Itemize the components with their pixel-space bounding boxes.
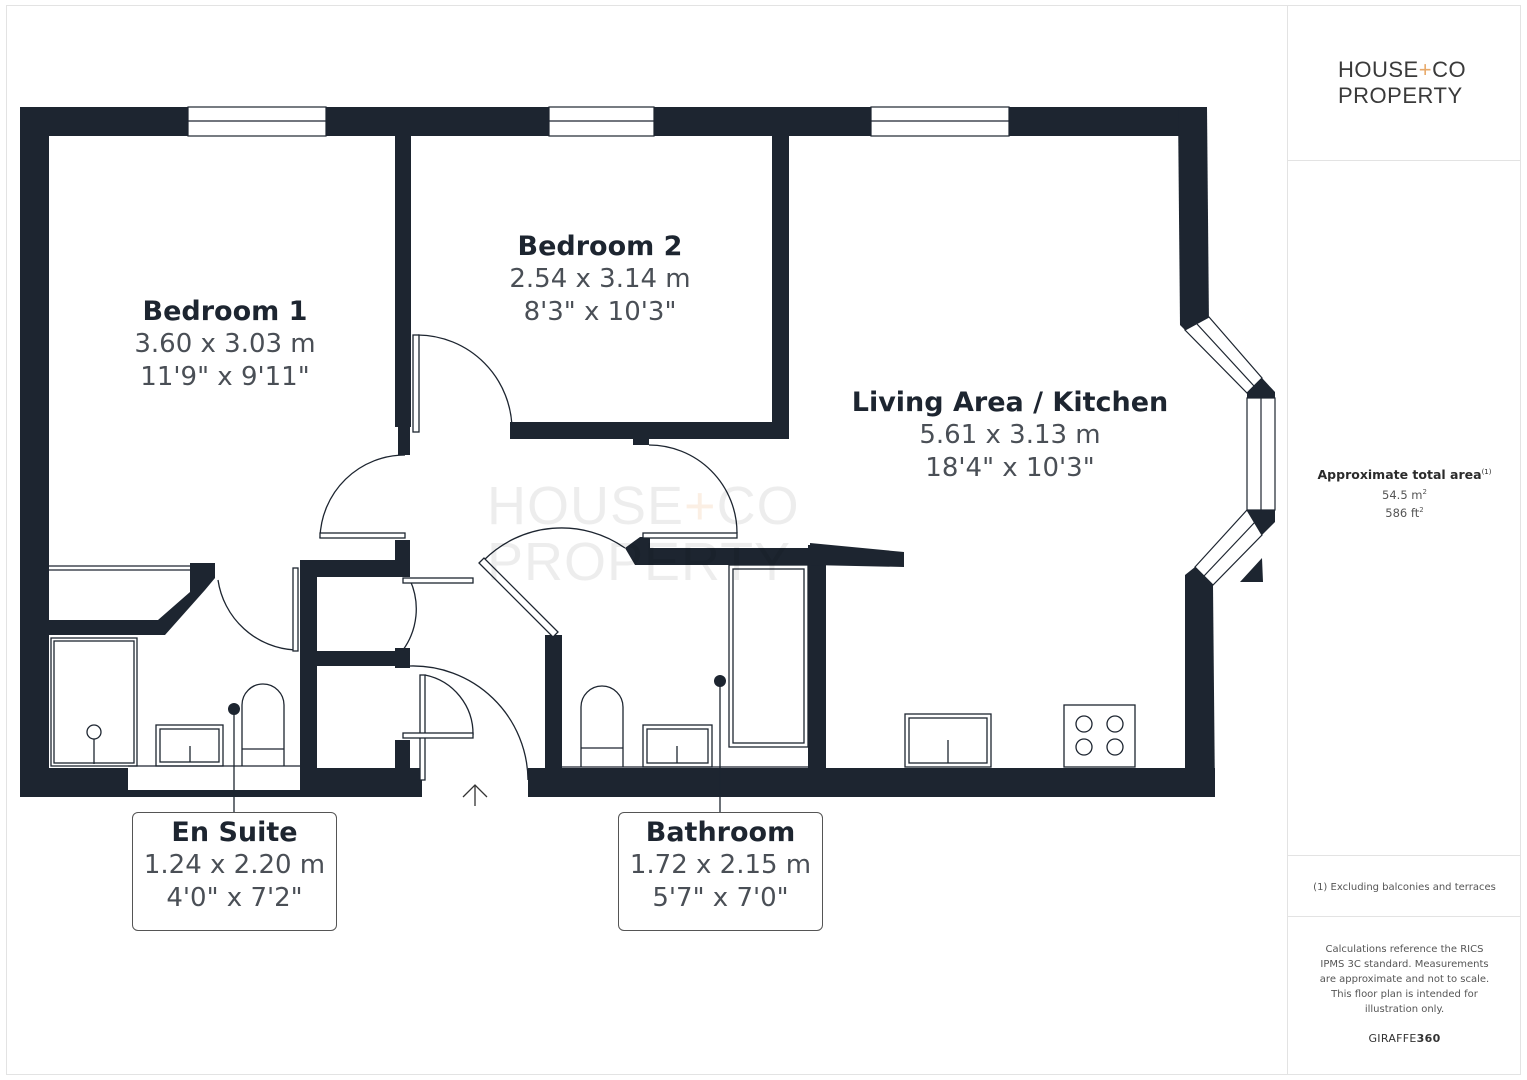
room-imperial: 18'4" x 10'3" — [925, 453, 1095, 483]
disclaimer: Calculations reference the RICS IPMS 3C … — [1319, 944, 1490, 1015]
footnote-section — [1288, 855, 1521, 917]
logo-line2: PROPERTY — [1338, 83, 1463, 108]
callout-en-suite: En Suite 1.24 x 2.20 m 4'0" x 7'2" — [132, 812, 337, 931]
room-bedroom-1: Bedroom 1 3.60 x 3.03 m 11'9" x 9'11" — [95, 296, 355, 394]
logo-section: HOUSE+CO PROPERTY — [1288, 5, 1521, 161]
room-name: Bathroom — [645, 817, 796, 848]
watermark-plus: + — [684, 476, 717, 536]
watermark: HOUSE+CO PROPERTY — [487, 478, 800, 590]
footnote: (1) Excluding balconies and terraces — [1313, 882, 1496, 893]
callout-bathroom: Bathroom 1.72 x 2.15 m 5'7" x 7'0" — [618, 812, 823, 931]
credit-b: 360 — [1416, 1032, 1441, 1045]
watermark-line1: HOUSE — [487, 476, 685, 536]
wall-left — [20, 107, 49, 797]
superscript: 2 — [1422, 488, 1427, 497]
room-name: En Suite — [171, 817, 298, 848]
page-frame — [6, 5, 1521, 1075]
room-name: Bedroom 2 — [517, 231, 683, 262]
superscript: 2 — [1419, 506, 1424, 515]
credit-a: GIRAFFE — [1368, 1032, 1417, 1045]
area-title: Approximate total area — [1317, 467, 1482, 482]
room-imperial: 4'0" x 7'2" — [166, 883, 303, 913]
room-name: Bedroom 1 — [142, 296, 308, 327]
brand-logo: HOUSE+CO PROPERTY — [1338, 57, 1466, 109]
watermark-line2: PROPERTY — [487, 532, 792, 592]
total-area: Approximate total area(1) 54.5 m2 586 ft… — [1288, 467, 1521, 520]
room-metric: 1.24 x 2.20 m — [143, 850, 326, 880]
room-metric: 3.60 x 3.03 m — [134, 329, 316, 359]
info-sidebar: HOUSE+CO PROPERTY Approximate total area… — [1287, 5, 1521, 1075]
logo-line1b: CO — [1432, 57, 1467, 82]
logo-plus: + — [1418, 57, 1433, 82]
footnote-marker: (1) — [1481, 467, 1492, 476]
room-metric: 5.61 x 3.13 m — [919, 420, 1101, 450]
room-metric: 1.72 x 2.15 m — [629, 850, 812, 880]
room-name: Living Area / Kitchen — [851, 387, 1169, 418]
room-metric: 2.54 x 3.14 m — [509, 264, 691, 294]
logo-line1: HOUSE — [1338, 57, 1419, 82]
area-m2: 54.5 m — [1382, 488, 1423, 502]
room-imperial: 8'3" x 10'3" — [523, 297, 677, 327]
room-bedroom-2: Bedroom 2 2.54 x 3.14 m 8'3" x 10'3" — [470, 231, 730, 329]
credit: GIRAFFE360 — [1288, 1032, 1521, 1045]
room-imperial: 11'9" x 9'11" — [140, 362, 310, 392]
room-imperial: 5'7" x 7'0" — [652, 883, 789, 913]
watermark-line1b: CO — [716, 476, 800, 536]
room-living-kitchen: Living Area / Kitchen 5.61 x 3.13 m 18'4… — [840, 387, 1180, 485]
area-ft2: 586 ft — [1385, 506, 1420, 520]
